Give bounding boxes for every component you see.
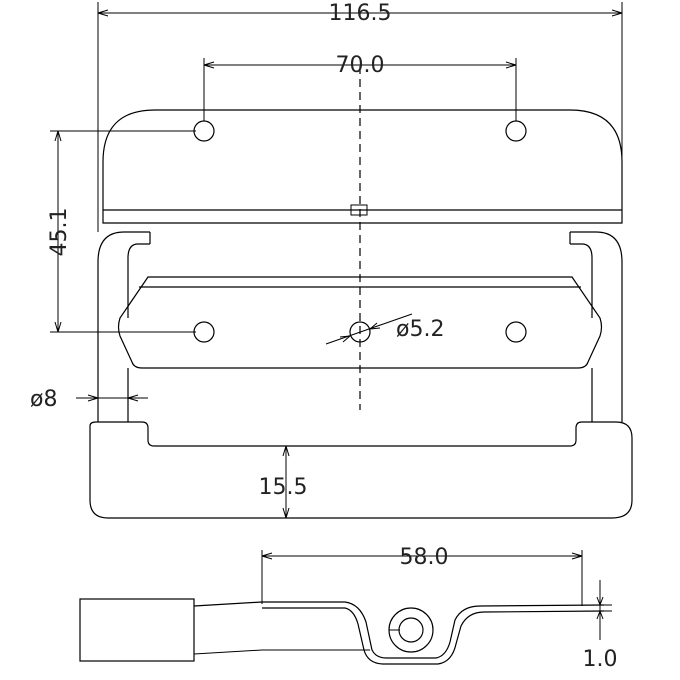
dimension-label-grip-depth: 15.5 — [259, 475, 308, 500]
bracket-hole-left — [193, 321, 215, 343]
dimension-label-hole-spacing: 70.0 — [336, 53, 385, 78]
middle-bracket — [117, 276, 603, 369]
wire-bail-outer-right — [570, 231, 623, 422]
dimension-70-0: 70.0 — [203, 53, 517, 121]
grip-body — [89, 421, 633, 519]
dimension-1-0: 1.0 — [583, 580, 618, 672]
side-plate-thickness — [262, 607, 605, 665]
dimension-label-side-length: 58.0 — [400, 545, 449, 570]
center-notch — [350, 204, 368, 216]
mounting-hole-right — [505, 120, 527, 142]
bracket-hole-right — [505, 321, 527, 343]
dimension-5-2: ø5.2 — [325, 313, 444, 345]
wire-bail-outer — [97, 231, 150, 422]
dimension-label-hole-diameter: ø5.2 — [396, 317, 444, 342]
dimension-label-thickness: 1.0 — [583, 647, 618, 672]
top-view — [89, 66, 633, 519]
dimension-45-1: 45.1 — [47, 130, 196, 333]
dimension-label-rod-diameter: ø8 — [30, 387, 57, 412]
mounting-plate — [102, 109, 623, 224]
mounting-hole-left — [193, 120, 215, 142]
dimension-15-5: 15.5 — [259, 445, 308, 519]
dimension-8: ø8 — [30, 387, 148, 412]
side-plate-arm — [193, 601, 605, 659]
side-view — [79, 598, 605, 665]
dimension-58-0: 58.0 — [261, 545, 583, 606]
side-grip-block — [79, 598, 195, 662]
dimension-label-overall-width: 116.5 — [329, 1, 392, 26]
dimension-label-height: 45.1 — [47, 208, 72, 257]
hinge-pin-inner — [398, 617, 424, 643]
dimension-116-5: 116.5 — [97, 1, 623, 232]
wire-bail-inner-right — [570, 243, 593, 318]
side-plate-arm-inner — [193, 649, 370, 655]
wire-bail-inner — [127, 243, 150, 318]
